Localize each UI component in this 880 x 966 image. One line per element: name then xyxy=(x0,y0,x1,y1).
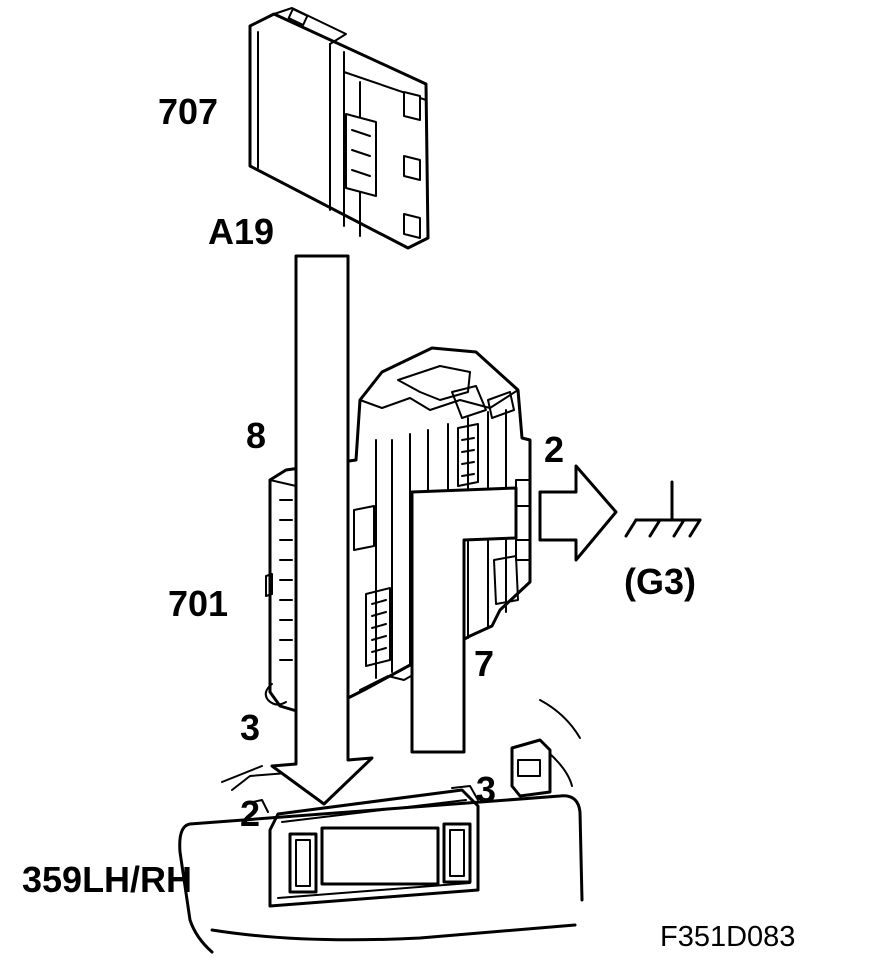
label-a19: A19 xyxy=(208,211,274,252)
connector-359-housing xyxy=(178,699,584,954)
label-g3: (G3) xyxy=(624,561,696,602)
module-707-box xyxy=(248,7,430,250)
label-701: 701 xyxy=(168,583,228,624)
label-359: 359LH/RH xyxy=(22,859,192,900)
arrow-a19-to-socket xyxy=(270,254,374,806)
label-pin-2-right: 2 xyxy=(544,429,564,470)
label-pin-3-bottom: 3 xyxy=(476,769,496,810)
figure-code: F351D083 xyxy=(660,921,795,953)
label-pin-8: 8 xyxy=(246,415,266,456)
label-pin-7: 7 xyxy=(474,643,494,684)
label-pin-3-left: 3 xyxy=(240,707,260,748)
label-707: 707 xyxy=(158,91,218,132)
label-pin-2-bottom: 2 xyxy=(240,793,260,834)
arrow-to-ground xyxy=(538,464,618,562)
ground-symbol-icon xyxy=(624,480,702,538)
ground-wire-path xyxy=(410,486,518,754)
